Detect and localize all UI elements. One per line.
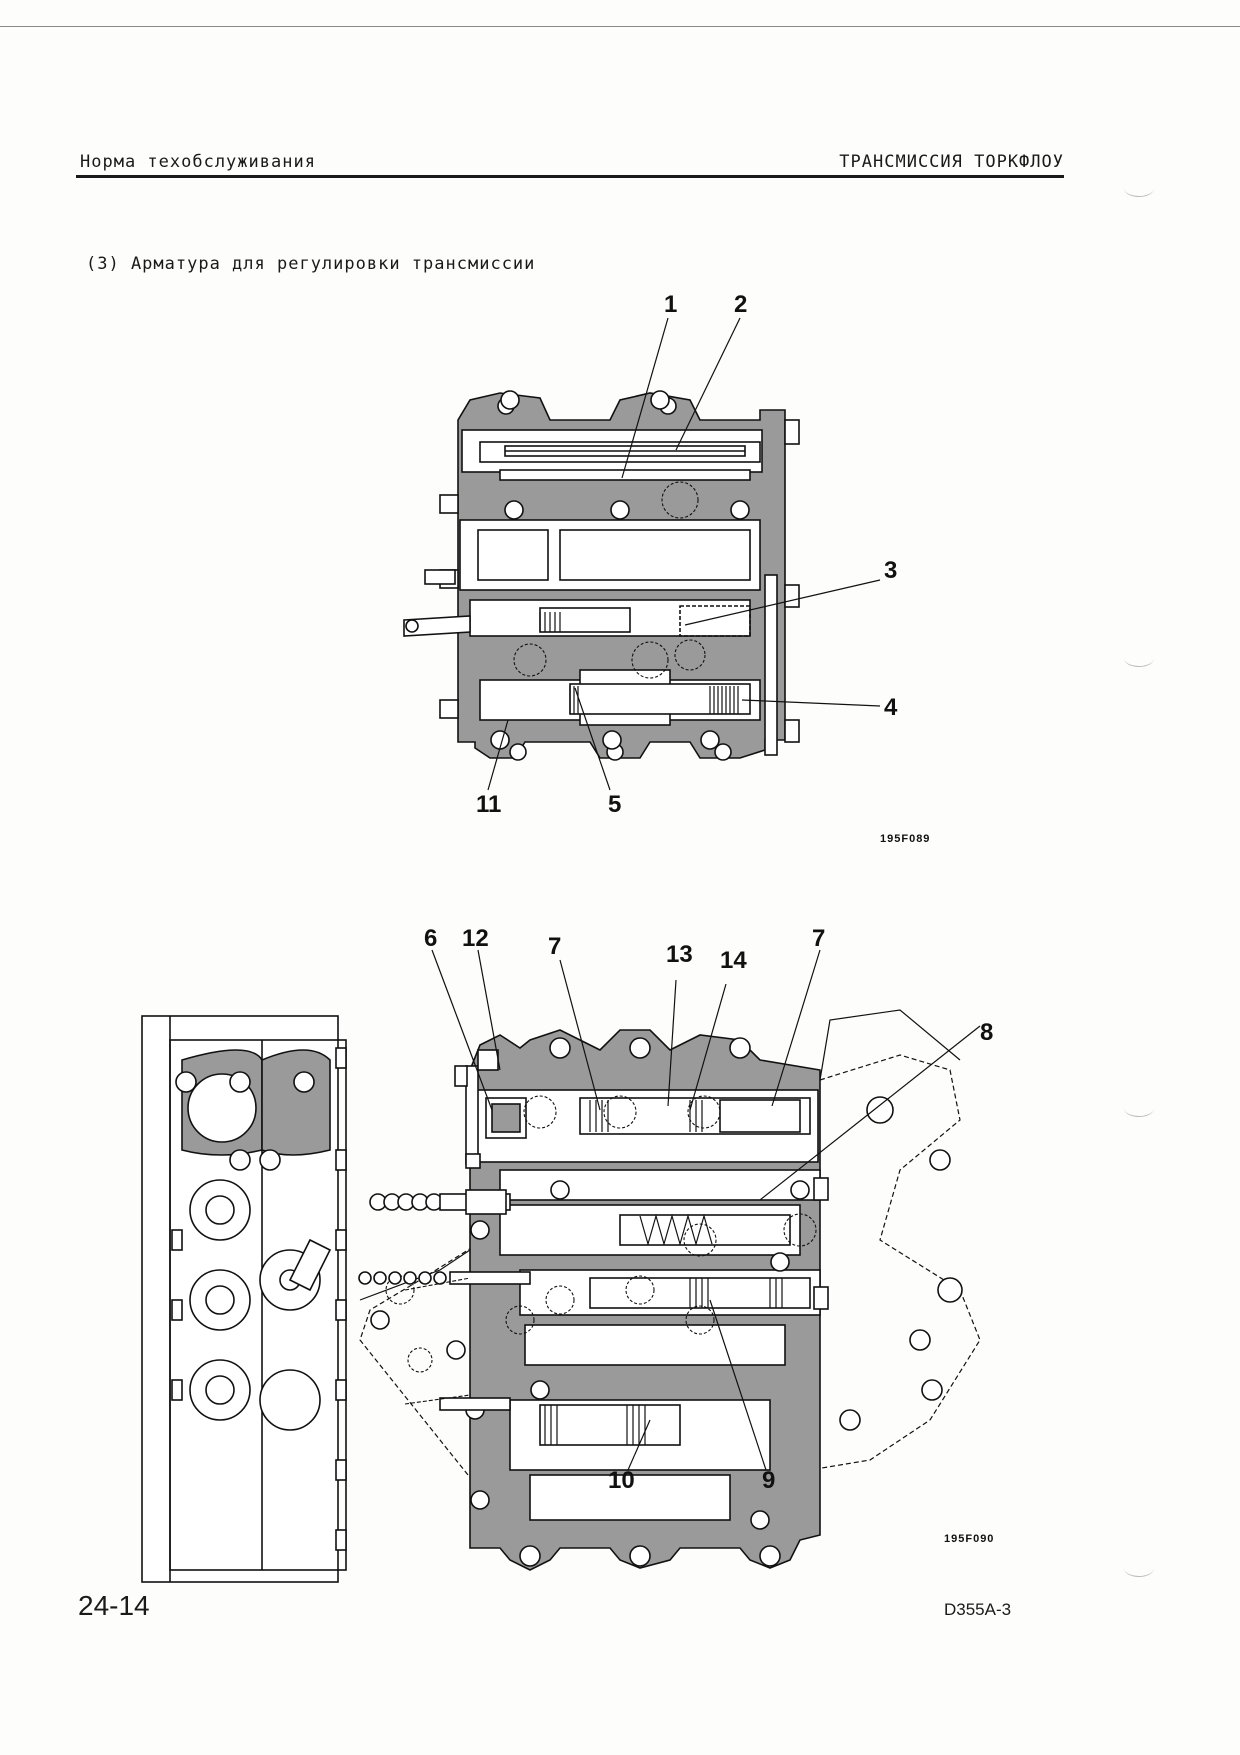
callout-label: 13: [666, 941, 693, 968]
callout-label: 10: [608, 1467, 635, 1494]
callout-label: 9: [762, 1467, 775, 1494]
callout-label: 5: [608, 791, 621, 818]
figure2-callouts: 6 12 7 13 14 7 8 9 10 195F090: [424, 925, 994, 1545]
section-title: (3) Арматура для регулировки трансмиссии: [86, 254, 536, 274]
callout-label: 6: [424, 925, 437, 952]
top-rule: [0, 26, 1240, 27]
callout-label: 4: [884, 694, 898, 721]
callout-label: 1: [664, 291, 677, 318]
machine-model: D355A-3: [944, 1600, 1012, 1619]
callout-label: 7: [548, 933, 561, 960]
page-edge-mark: [1124, 1100, 1154, 1117]
callout-label: 8: [980, 1019, 993, 1046]
page-edge-mark: [1124, 180, 1154, 197]
page-edge-mark: [1124, 650, 1154, 667]
header-chapter-label: ТРАНСМИССИЯ ТОРКФЛОУ: [839, 152, 1064, 172]
callout-label: 3: [884, 557, 897, 584]
callout-label: 12: [462, 925, 489, 952]
figure1-valve-section: [403, 317, 881, 791]
callout-label: 7: [812, 925, 825, 952]
figure2-side-view: [141, 1015, 347, 1583]
page-edge-mark: [1124, 1560, 1154, 1577]
figure2-code: 195F090: [944, 1533, 994, 1545]
header-rule: [76, 175, 1064, 178]
figure2-valve-section: [358, 949, 981, 1571]
figure1-callouts: 1 2 3 4 5 11 195F089: [476, 291, 930, 845]
page-number: 24-14: [78, 1590, 150, 1621]
callout-label: 14: [720, 947, 747, 974]
figure1-code: 195F089: [880, 833, 930, 845]
callout-label: 2: [734, 291, 747, 318]
header-section-label: Норма техобслуживания: [80, 152, 316, 172]
callout-label: 11: [476, 791, 501, 818]
